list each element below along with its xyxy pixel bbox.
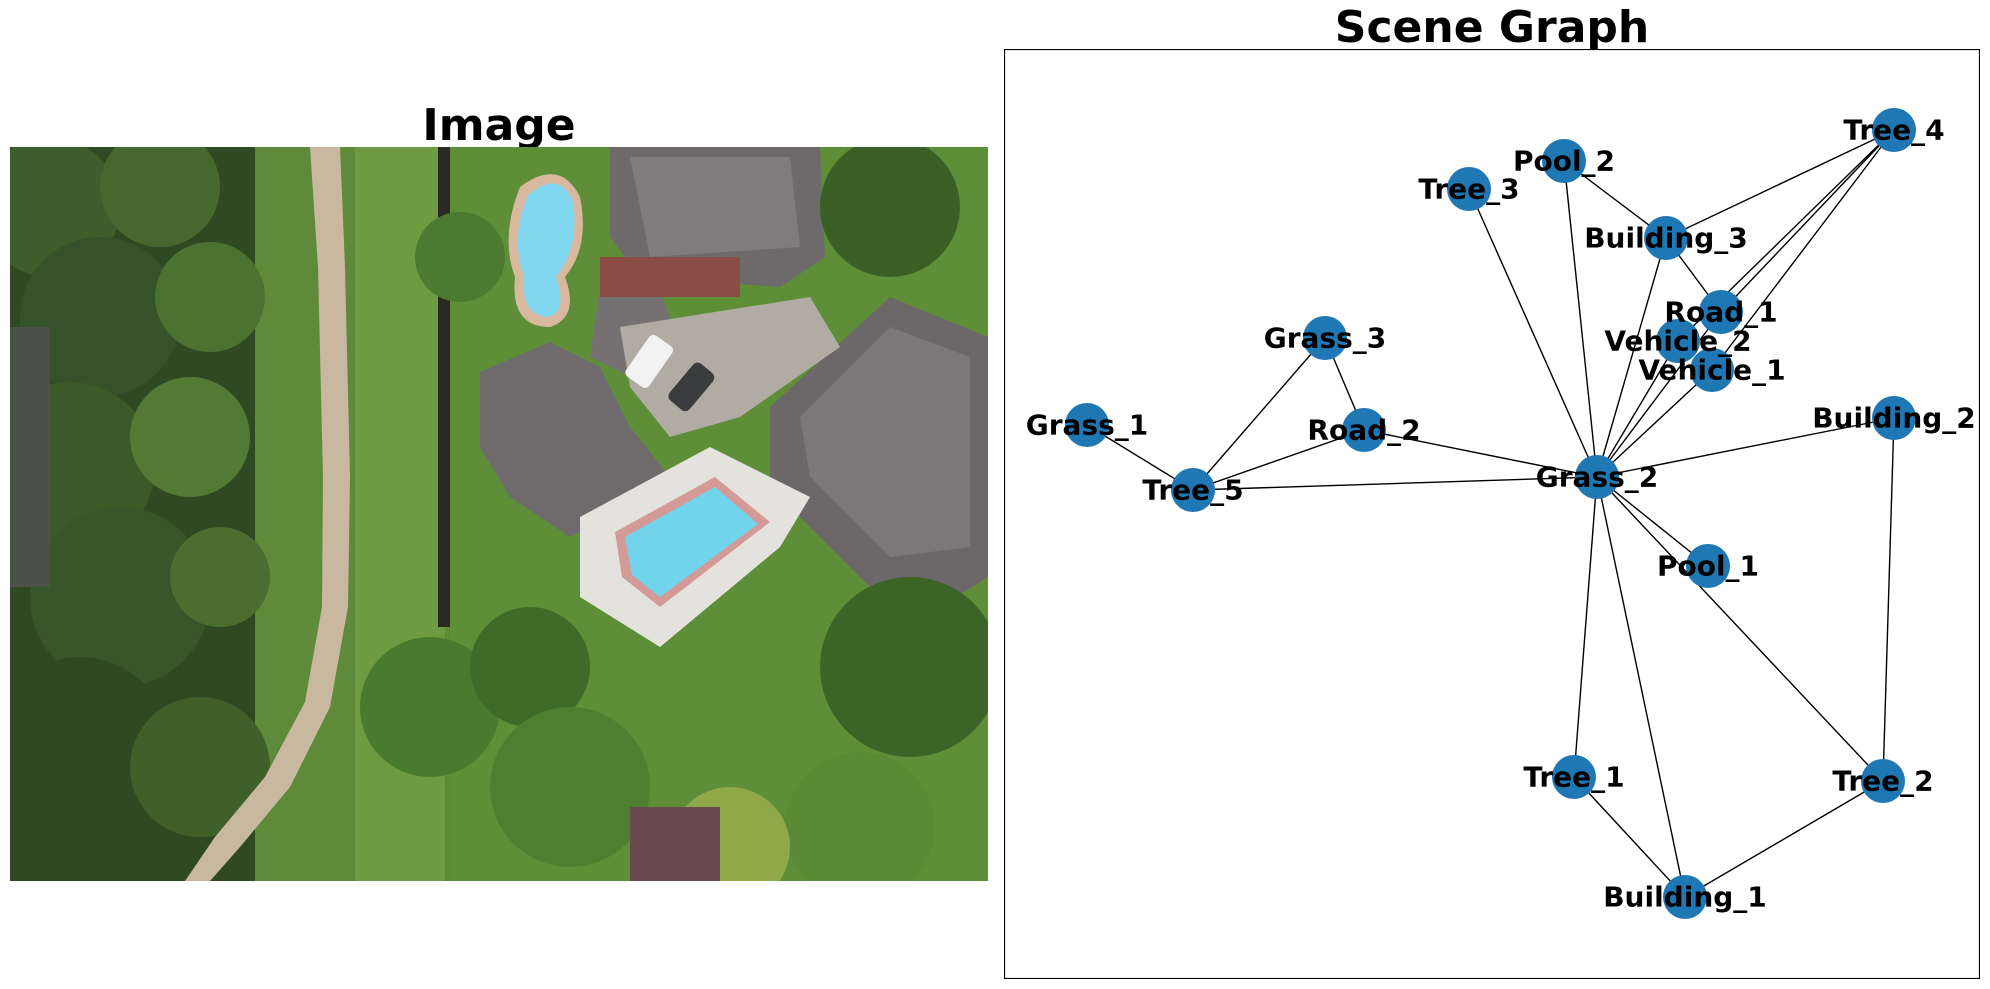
node-label-grass-2: Grass_2 [1536,461,1659,494]
node-label-building-2: Building_2 [1812,402,1976,435]
node-tree-2 [1861,759,1905,803]
image-panel-title: Image [422,100,576,151]
node-label-building-3: Building_3 [1584,222,1748,255]
node-label-road-1: Road_1 [1664,296,1777,329]
node-label-tree-2: Tree_2 [1832,765,1933,798]
node-label-building-1: Building_1 [1603,881,1767,914]
node-label-pool-1: Pool_1 [1657,550,1759,583]
node-building-2 [1872,396,1916,440]
edge-pool_2-grass_2 [1563,160,1598,478]
edge-building_3-grass_2 [1596,237,1667,478]
node-vehicle-2 [1656,319,1700,363]
node-grass-2 [1575,455,1619,499]
node-road-1 [1699,290,1743,334]
node-label-tree-1: Tree_1 [1523,761,1624,794]
pool-upper [508,174,583,327]
edge-tree_4-vehicle_1 [1711,129,1895,371]
dark-car [668,362,715,412]
edge-tree_1-building_1 [1573,776,1686,898]
pool-lower [580,447,810,647]
edge-grass_2-tree_1 [1573,476,1598,778]
node-label-grass-1: Grass_1 [1026,409,1149,442]
edge-grass_2-building_1 [1596,476,1686,898]
edge-building_2-grass_2 [1596,417,1895,478]
aerial-photo [10,147,988,881]
node-building-3 [1644,216,1688,260]
edge-tree_2-building_1 [1684,780,1884,898]
edge-vehicle_2-grass_2 [1596,340,1679,478]
node-grass-3 [1303,316,1347,360]
graph-panel-title: Scene Graph [1334,2,1650,53]
trees-bottom [360,147,988,881]
node-label-vehicle-2: Vehicle_2 [1604,325,1751,358]
node-pool-2 [1542,139,1586,183]
node-grass-1 [1065,403,1109,447]
edge-tree_5-grass_3 [1192,337,1326,491]
node-vehicle-1 [1690,348,1734,392]
node-tree-5 [1171,468,1215,512]
node-label-vehicle-1: Vehicle_1 [1638,354,1785,387]
node-building-1 [1663,875,1707,919]
node-label-tree-3: Tree_3 [1418,173,1519,206]
edge-grass_2-tree_2 [1596,476,1884,782]
edge-tree_5-road_2 [1192,429,1365,491]
node-label-road-2: Road_2 [1307,414,1420,447]
dirt-road [185,147,350,881]
edge-tree_3-grass_2 [1468,188,1598,478]
node-tree-4 [1872,108,1916,152]
dense-trees-left [10,147,270,881]
edge-building_2-tree_2 [1882,417,1895,782]
house-roofs [480,147,988,607]
edge-building_3-tree_4 [1665,129,1895,239]
edge-vehicle_1-grass_2 [1596,369,1713,478]
node-tree-1 [1552,755,1596,799]
edge-tree_4-road_1 [1720,129,1895,313]
graph-edges [1086,129,1895,898]
edge-tree_5-grass_2 [1192,476,1598,491]
edge-road_1-grass_2 [1596,311,1722,478]
node-road-2 [1342,408,1386,452]
edge-road_2-grass_2 [1363,429,1598,478]
node-label-tree-4: Tree_4 [1843,114,1944,147]
node-pool-1 [1686,544,1730,588]
node-tree-3 [1447,167,1491,211]
white-truck [625,334,674,388]
node-label-tree-5: Tree_5 [1142,474,1243,507]
graph-nodes [1065,108,1916,919]
edge-grass_2-pool_1 [1596,476,1709,567]
node-label-pool-2: Pool_2 [1513,145,1615,178]
node-label-grass-3: Grass_3 [1264,322,1387,355]
